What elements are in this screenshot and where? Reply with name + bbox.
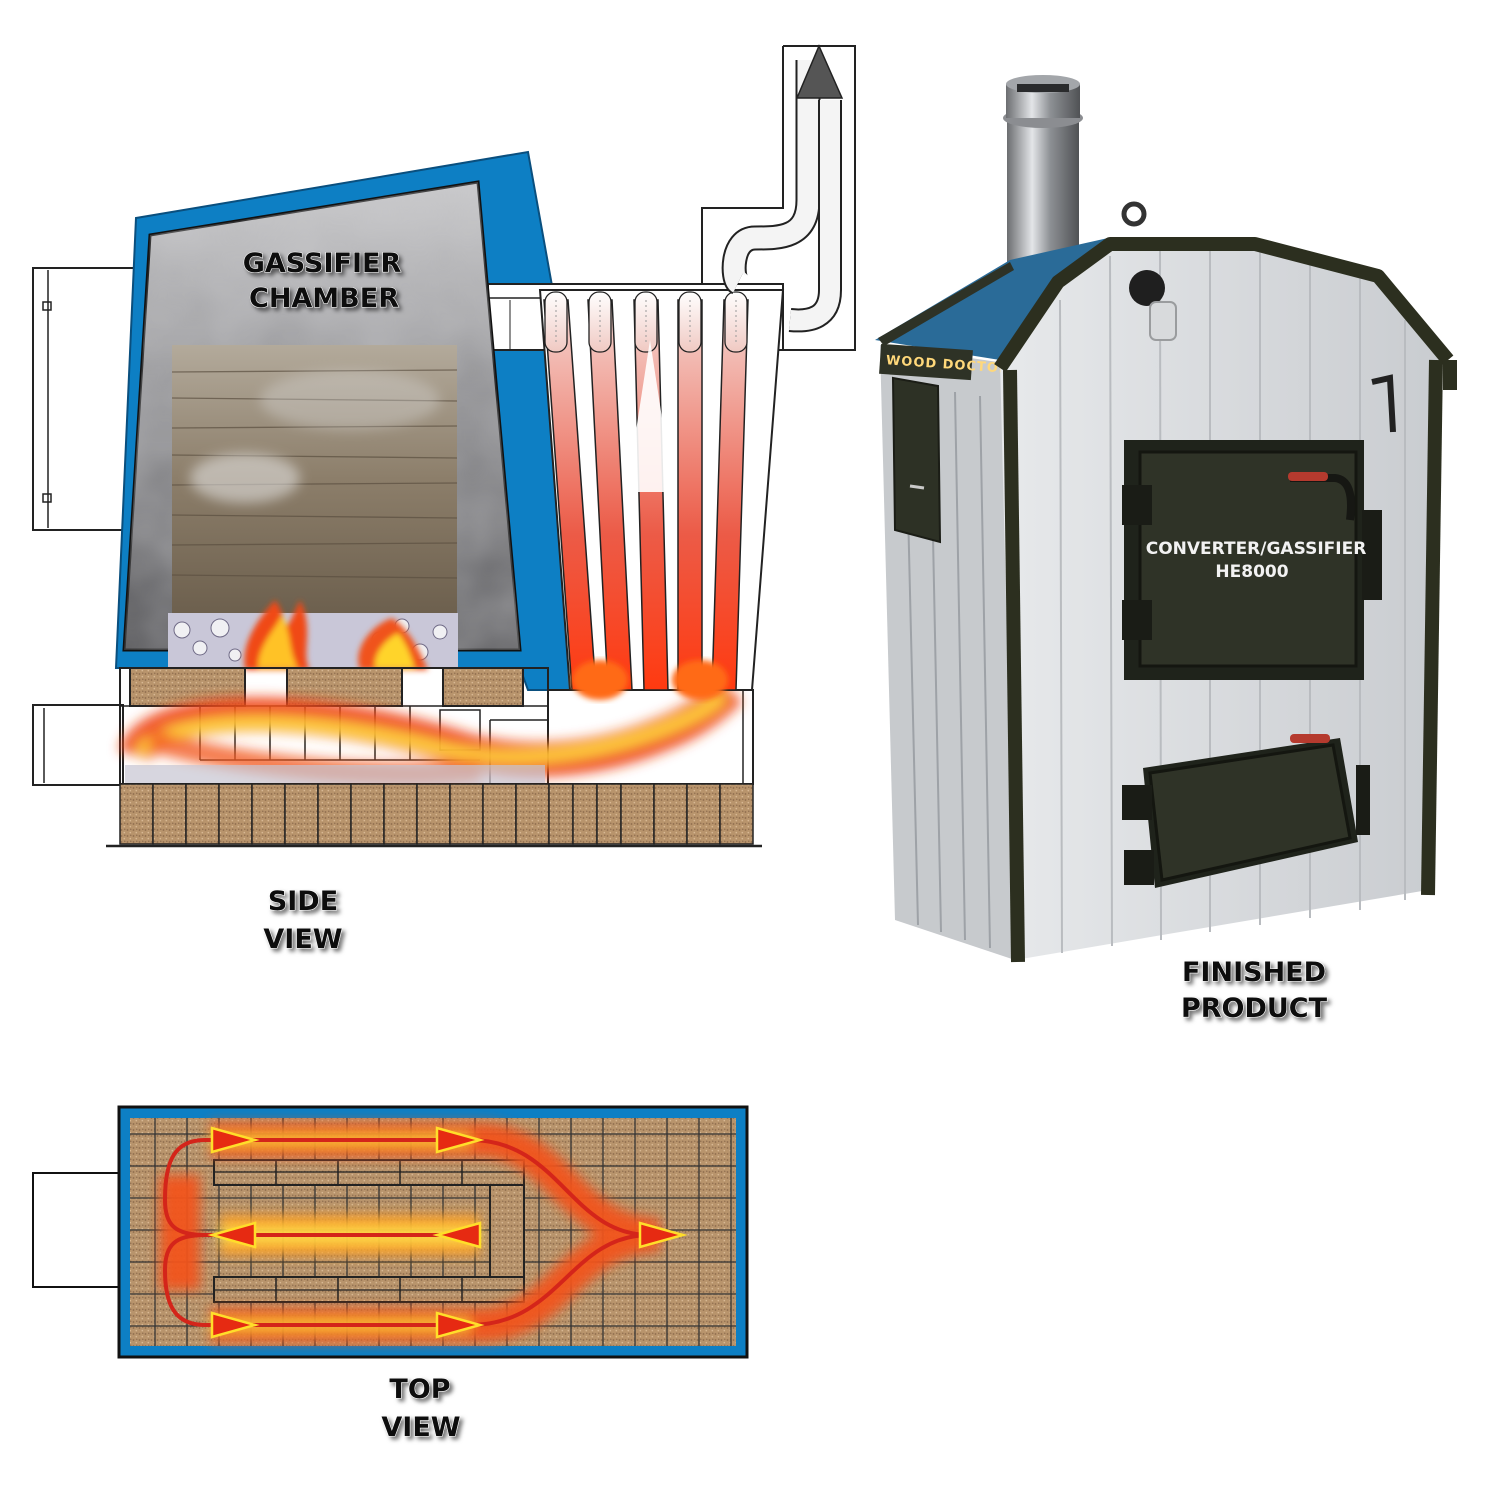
base-firebrick-row — [119, 783, 754, 845]
top-view-caption: VIEW — [381, 1412, 460, 1443]
top-view-diagram: TOP VIEW — [32, 1105, 749, 1444]
wood-stack — [171, 345, 458, 613]
door-model-label: HE8000 — [1215, 562, 1288, 582]
heat-exchanger-tubes — [538, 289, 785, 700]
converter-door: CONVERTER/GASSIFIER HE8000 — [1122, 440, 1382, 680]
gassifier-chamber-label: GASSIFIER — [243, 248, 402, 279]
finished-product-caption: PRODUCT — [1181, 993, 1328, 1024]
firebrick-supports — [129, 667, 524, 707]
side-view-caption: VIEW — [263, 924, 342, 955]
gassifier-chamber-label: CHAMBER — [249, 283, 399, 314]
top-view-flame-path — [160, 1123, 688, 1342]
furnace-roof-side — [875, 238, 1108, 360]
lifting-ring — [1121, 201, 1147, 227]
top-view-baffles — [213, 1159, 525, 1303]
finished-product-caption: FINISHED — [1182, 957, 1326, 988]
primary-flames — [244, 600, 428, 670]
door-model-label: CONVERTER/GASSIFIER — [1146, 539, 1367, 559]
ash-door — [1122, 734, 1370, 888]
finished-product-furnace: WOOD DOCTOR — [875, 75, 1457, 1025]
flue-pipe — [701, 44, 856, 351]
side-view-caption: SIDE — [268, 886, 338, 917]
handle-hook-icon — [1371, 374, 1396, 433]
side-upper-door-outline — [32, 267, 137, 531]
light-fixture-icon — [1129, 270, 1177, 341]
flow-arrow-icon — [207, 1126, 688, 1339]
lower-flame-path — [118, 677, 743, 785]
top-view-door-outline — [32, 1172, 126, 1288]
side-lower-door-outline — [32, 704, 124, 786]
flue-up-arrow-icon — [795, 44, 844, 99]
side-view-diagram: GASSIFIER CHAMBER SIDE VIEW — [32, 44, 856, 956]
flue-up-arrow-icon — [630, 340, 670, 492]
chimney — [1003, 75, 1083, 263]
top-view-caption: TOP — [389, 1374, 450, 1405]
